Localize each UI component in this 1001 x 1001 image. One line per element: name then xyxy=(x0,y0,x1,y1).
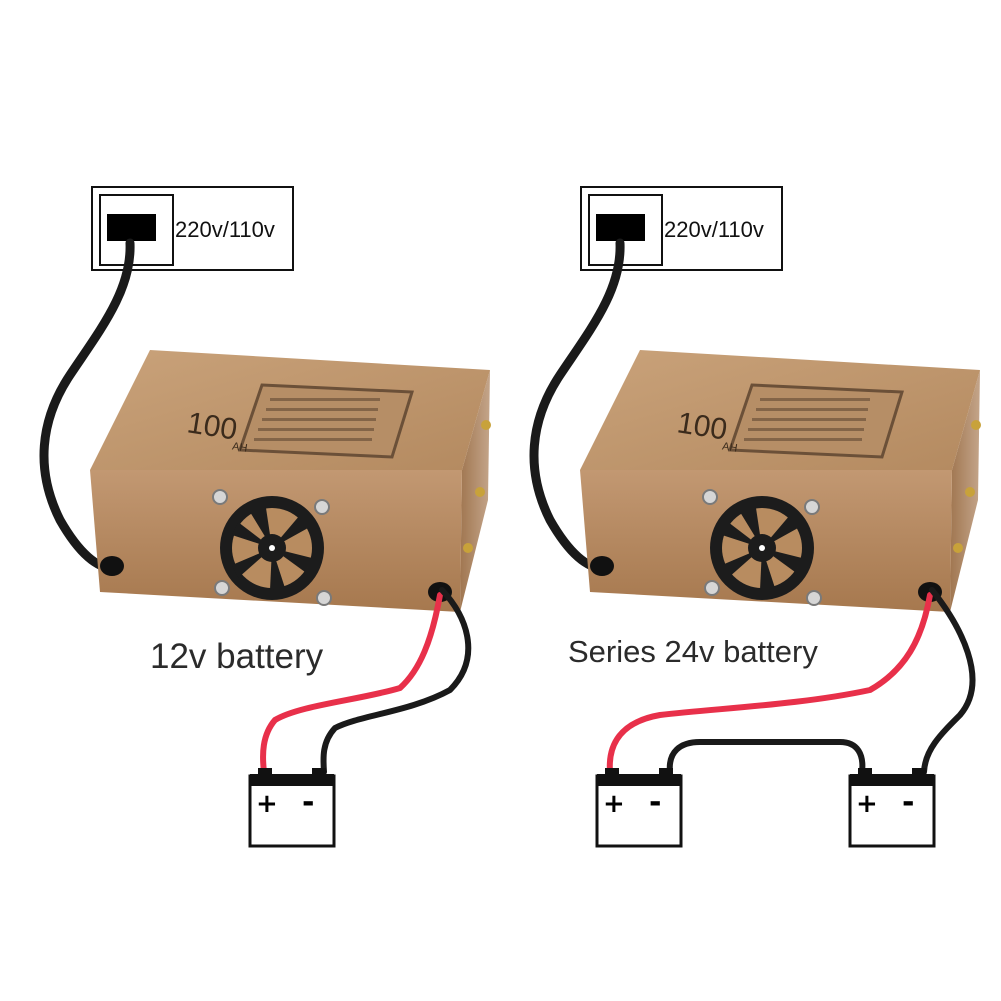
right-battery-1: + - xyxy=(595,766,683,848)
right-battery-1-plus: + xyxy=(603,789,625,819)
right-battery-1-minus: - xyxy=(649,785,661,820)
right-socket-label: 220v/110v xyxy=(664,217,764,242)
right-black-cable xyxy=(921,587,976,775)
series-link-cable xyxy=(666,739,866,775)
right-battery-2-plus: + xyxy=(856,789,878,819)
left-battery-plus: + xyxy=(256,789,278,819)
left-black-cable xyxy=(320,587,472,775)
left-socket-label: 220v/110v xyxy=(175,217,275,242)
right-charger: 100 AH xyxy=(578,348,983,614)
left-charger: 100 AH xyxy=(88,348,493,614)
right-caption: Series 24v battery xyxy=(568,634,818,669)
left-wall-socket: 220v/110v xyxy=(91,186,294,271)
right-red-cable xyxy=(606,592,933,775)
right-charger-label: 100 xyxy=(675,406,730,446)
right-panel: 220v/110v 100 AH Series 24v battery + - … xyxy=(529,186,983,848)
left-battery: + - xyxy=(248,766,336,848)
left-panel: 220v/110v 100 AH 12v battery + - xyxy=(39,186,493,848)
left-charger-unit: AH xyxy=(231,440,248,454)
right-battery-2-minus: - xyxy=(902,785,914,820)
right-charger-unit: AH xyxy=(721,440,738,454)
right-power-cable xyxy=(529,238,625,573)
left-charger-label: 100 xyxy=(185,406,240,446)
left-red-cable xyxy=(260,592,443,775)
right-wall-socket: 220v/110v xyxy=(580,186,783,271)
right-battery-2: + - xyxy=(848,766,936,848)
left-power-cable xyxy=(39,238,135,573)
left-caption: 12v battery xyxy=(150,637,324,676)
left-battery-minus: - xyxy=(302,785,314,820)
